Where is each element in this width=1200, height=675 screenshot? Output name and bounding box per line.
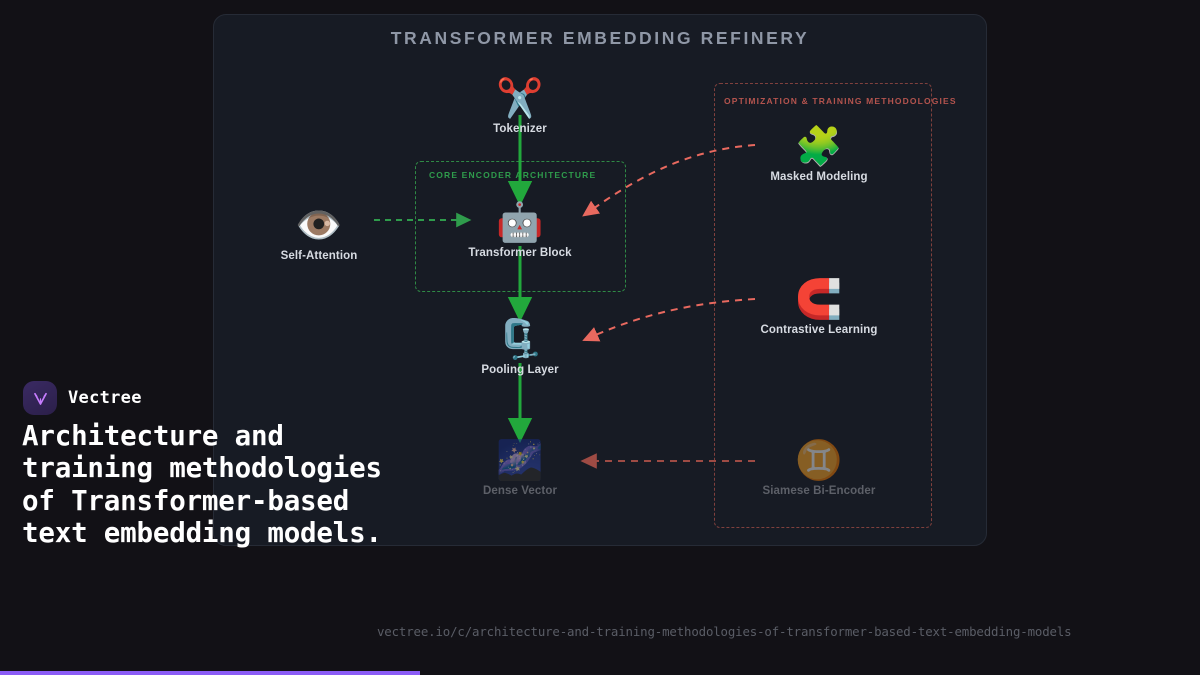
gemini-icon: ♊️ <box>795 438 843 482</box>
node-pooling-layer[interactable]: 🗜️ Pooling Layer <box>445 318 595 376</box>
accent-bar <box>0 671 420 675</box>
magnet-icon: 🧲 <box>795 277 843 321</box>
node-tokenizer[interactable]: ✂️ Tokenizer <box>445 77 595 135</box>
group-core-encoder-label: CORE ENCODER ARCHITECTURE <box>429 170 597 180</box>
node-dense-vector-label: Dense Vector <box>482 485 558 497</box>
clamp-icon: 🗜️ <box>496 317 544 361</box>
node-siamese-bi-encoder-label: Siamese Bi-Encoder <box>762 485 876 497</box>
node-tokenizer-label: Tokenizer <box>493 123 547 135</box>
page-url: vectree.io/c/architecture-and-training-m… <box>377 624 1072 639</box>
robot-icon: 🤖 <box>496 200 544 244</box>
brand-name: Vectree <box>68 388 142 408</box>
node-masked-modeling[interactable]: 🧩 Masked Modeling <box>744 125 894 183</box>
puzzle-piece-icon: 🧩 <box>795 124 843 168</box>
node-contrastive-learning-label: Contrastive Learning <box>760 324 878 336</box>
node-dense-vector[interactable]: 🌌 Dense Vector <box>445 439 595 497</box>
group-optimization-label: OPTIMIZATION & TRAINING METHODOLOGIES <box>724 96 957 106</box>
node-pooling-layer-label: Pooling Layer <box>481 364 559 376</box>
diagram-panel: TRANSFORMER EMBEDDING REFINERY CORE ENCO… <box>213 14 987 546</box>
vectree-logo-icon <box>23 381 57 415</box>
milky-way-icon: 🌌 <box>496 438 544 482</box>
scissors-icon: ✂️ <box>496 76 544 120</box>
node-contrastive-learning[interactable]: 🧲 Contrastive Learning <box>744 278 894 336</box>
node-masked-modeling-label: Masked Modeling <box>770 171 868 183</box>
headline: Architecture and training methodologies … <box>22 420 382 550</box>
brand: Vectree <box>23 381 142 415</box>
page-title: TRANSFORMER EMBEDDING REFINERY <box>390 28 810 48</box>
node-siamese-bi-encoder[interactable]: ♊️ Siamese Bi-Encoder <box>744 439 894 497</box>
node-self-attention-label: Self-Attention <box>280 250 358 262</box>
node-self-attention[interactable]: 👁️ Self-Attention <box>244 204 394 262</box>
node-transformer-block[interactable]: 🤖 Transformer Block <box>445 201 595 259</box>
eye-icon: 👁️ <box>295 203 343 247</box>
node-transformer-block-label: Transformer Block <box>468 247 572 259</box>
